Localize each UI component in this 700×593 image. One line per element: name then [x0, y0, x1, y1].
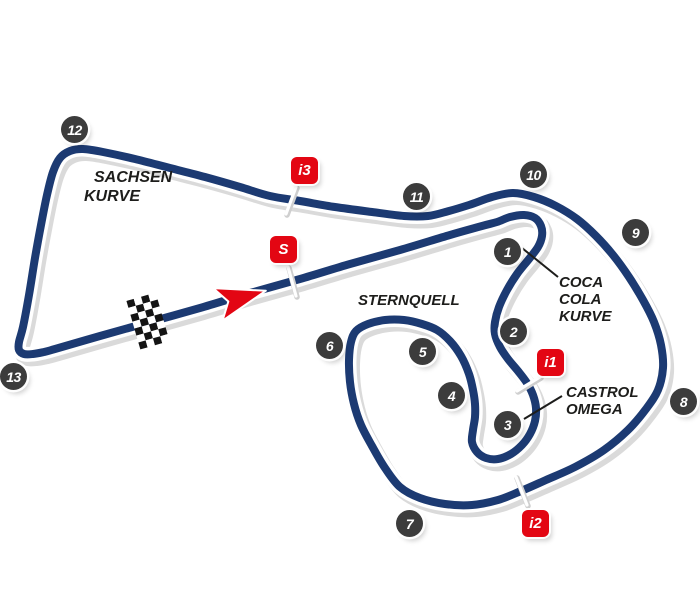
sector-marker-i2: i2	[522, 510, 549, 537]
corner-marker-13: 13	[0, 363, 27, 390]
corner-marker-5: 5	[409, 338, 436, 365]
direction-arrow-icon	[212, 287, 267, 322]
corner-marker-10: 10	[520, 161, 547, 188]
finish-flag-cell	[150, 299, 160, 309]
corner-marker-3: 3	[494, 411, 521, 438]
finish-flag-cell	[147, 315, 157, 325]
label-sternquell: STERNQUELL	[358, 292, 460, 309]
corner-marker-12: 12	[61, 116, 88, 143]
corner-marker-11: 11	[403, 183, 430, 210]
sector-marker-i1: i1	[537, 349, 564, 376]
finish-flag-cell	[152, 306, 162, 316]
finish-flag-cell	[139, 317, 149, 327]
i2-tick	[514, 475, 531, 509]
finish-flag-cell	[143, 331, 153, 341]
finish-flag-cell	[158, 327, 168, 337]
label-coca-line2: COLA	[559, 291, 602, 308]
finish-flag-cell	[126, 298, 136, 308]
label-castrol-omega: CASTROL OMEGA	[566, 384, 639, 418]
finish-flag-cell	[132, 319, 142, 329]
finish-flag-cell	[138, 340, 148, 350]
finish-flag-cell	[130, 312, 140, 322]
finish-flag-cell	[141, 324, 151, 334]
start-marker: S	[270, 236, 297, 263]
corner-marker-4: 4	[438, 382, 465, 409]
label-sachsen-line1: SACHSEN	[94, 169, 173, 186]
finish-flag-cell	[143, 301, 153, 311]
finish-line-icon	[126, 292, 170, 350]
finish-flag-cell	[137, 310, 148, 320]
label-coca-cola-kurve: COCA COLA KURVE	[559, 274, 612, 325]
castrol-omega-pointer-line	[523, 395, 563, 420]
finish-flag-cell	[136, 333, 146, 343]
finish-flag-cell	[160, 334, 170, 344]
finish-flag-cell	[135, 303, 146, 313]
corner-marker-1: 1	[494, 238, 521, 265]
i1-tick	[515, 375, 544, 395]
finish-flag-cell	[152, 336, 163, 346]
i3-tick	[284, 185, 300, 218]
finish-flag-cell	[134, 326, 144, 336]
corner-marker-7: 7	[396, 510, 423, 537]
finish-flag-cell	[133, 296, 144, 306]
corner-marker-2: 2	[500, 318, 527, 345]
finish-flag-cell	[128, 305, 138, 315]
finish-flag-cell	[148, 292, 158, 302]
finish-flag-cell	[148, 322, 159, 332]
corner-marker-9: 9	[622, 219, 649, 246]
track-outline	[14, 144, 668, 510]
finish-flag-cell	[154, 313, 164, 323]
label-sachsen-kurve: SACHSEN KURVE	[84, 168, 172, 206]
label-sachsen-line2: KURVE	[84, 188, 141, 205]
label-coca-line1: COCA	[559, 274, 604, 291]
finish-flag-cell	[150, 329, 161, 339]
sector-ticks	[284, 185, 544, 509]
finish-flag-cell	[145, 308, 155, 318]
label-castrol-line2: OMEGA	[566, 401, 623, 418]
coca-cola-pointer-line	[521, 247, 559, 278]
label-castrol-line1: CASTROL	[566, 384, 639, 401]
corner-marker-6: 6	[316, 332, 343, 359]
finish-flag-cell	[145, 338, 155, 348]
sector-marker-i3: i3	[291, 157, 318, 184]
start-finish-tick	[286, 265, 300, 300]
finish-flag-cell	[141, 294, 151, 304]
corner-marker-8: 8	[670, 388, 697, 415]
finish-flag-cell	[156, 320, 166, 330]
label-coca-line3: KURVE	[559, 308, 612, 325]
